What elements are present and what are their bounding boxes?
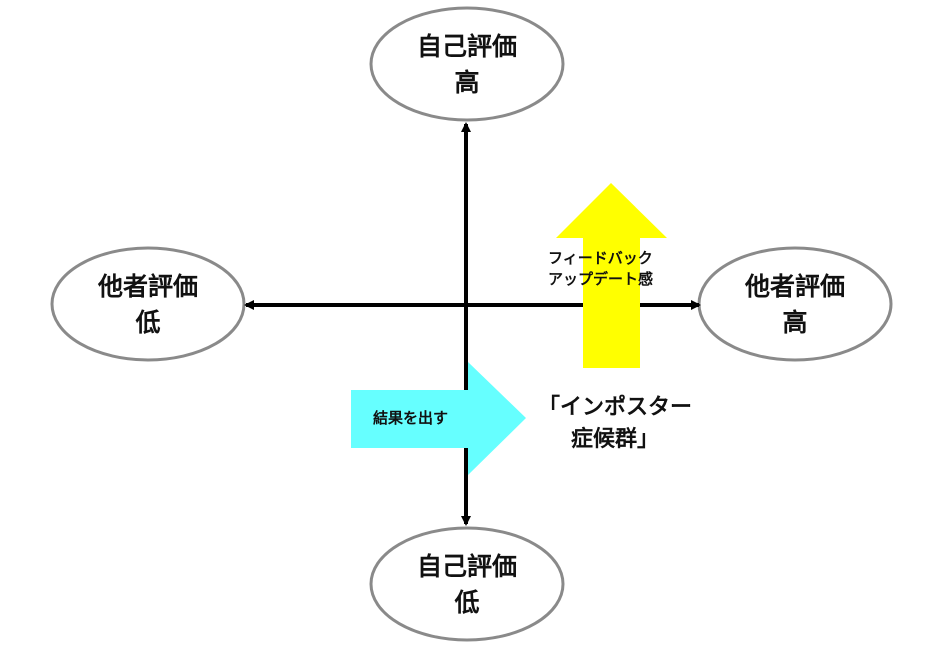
node-other-high-title: 他者評価 (744, 272, 845, 301)
node-self-low: 自己評価 低 (372, 549, 562, 622)
node-other-low-title: 他者評価 (97, 272, 198, 301)
node-self-low-ellipse (369, 526, 565, 642)
node-other-low-level: 低 (135, 308, 161, 338)
feedback-label: フィードバック アップデート感 (548, 248, 653, 290)
node-other-high: 他者評価 高 (700, 269, 890, 342)
node-self-high-ellipse (369, 6, 565, 122)
impostor-syndrome-label: 「インポスター 症候群」 (530, 392, 700, 456)
results-label: 結果を出す (373, 409, 449, 427)
feedback-up-arrow (556, 183, 667, 368)
node-self-high-title: 自己評価 (416, 32, 517, 61)
impostor-line1: 「インポスター (537, 395, 692, 420)
feedback-label-line2: アップデート感 (548, 270, 654, 288)
node-other-high-level: 高 (782, 308, 808, 338)
results-right-arrow (351, 362, 526, 475)
node-self-high-level: 高 (454, 68, 480, 98)
node-self-low-title: 自己評価 (416, 552, 517, 581)
node-self-low-level: 低 (454, 588, 480, 618)
node-self-high: 自己評価 高 (372, 29, 562, 102)
feedback-label-line1: フィードバック (548, 249, 653, 267)
impostor-line2: 症候群」 (570, 426, 659, 452)
node-other-low: 他者評価 低 (53, 269, 243, 342)
